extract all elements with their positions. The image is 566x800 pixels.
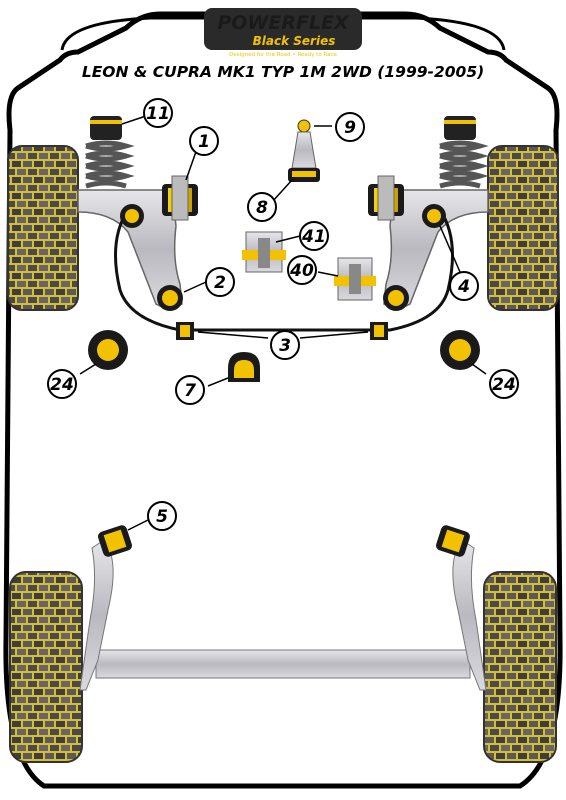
callout-circle [143, 98, 173, 128]
callout-circle [489, 369, 519, 399]
callout-40: 40 [287, 255, 317, 285]
front-left-wishbone-bush [162, 175, 198, 221]
callout-24: 24 [489, 369, 519, 399]
callout-circle [299, 221, 329, 251]
bracket-41 [242, 231, 286, 273]
rear-axle-beam [95, 649, 471, 679]
callout-label: 1 [198, 132, 210, 152]
callout-7: 7 [175, 375, 205, 405]
callout-circle [147, 501, 177, 531]
front-right-wishbone-bush [368, 175, 404, 221]
callout-8: 8 [247, 192, 277, 222]
callout-circle [247, 192, 277, 222]
gearbox-mount [228, 352, 260, 382]
page-title: LEON & CUPRA MK1 TYP 1M 2WD (1999-2005) [82, 63, 484, 81]
bracket-40 [334, 257, 376, 301]
callout-label: 11 [146, 104, 170, 124]
callout-4: 4 [449, 271, 479, 301]
callout-41: 41 [299, 221, 329, 251]
front-left-spring [85, 116, 135, 189]
callout-2: 2 [205, 267, 235, 297]
callout-label: 7 [184, 381, 196, 401]
callout-circle [335, 112, 365, 142]
callout-circle [449, 271, 479, 301]
brand-name: POWERFLEX [217, 12, 350, 34]
front-right-front-bush [422, 204, 446, 228]
callout-label: 4 [457, 277, 470, 297]
leader-lines [79, 115, 487, 531]
callout-circle [175, 375, 205, 405]
rear-right-tyre [483, 571, 557, 763]
engine-mount [288, 119, 320, 182]
callout-circle [287, 255, 317, 285]
front-right-rear-bush [383, 285, 409, 311]
callout-9: 9 [335, 112, 365, 142]
rear-left-trailing-arm [79, 539, 114, 691]
rear-beam-bush-right [436, 525, 470, 557]
callout-11: 11 [143, 98, 173, 128]
subframe-mount-right [440, 330, 480, 370]
rear-beam-bush-left [98, 525, 132, 557]
callout-label: 40 [289, 261, 314, 281]
callout-label: 8 [256, 198, 268, 218]
callout-label: 24 [50, 375, 74, 395]
rear-left-tyre [9, 571, 83, 763]
callout-1: 1 [189, 126, 219, 156]
callout-5: 5 [147, 501, 177, 531]
callout-label: 41 [301, 227, 326, 247]
callout-circle [47, 369, 77, 399]
powerflex-logo: POWERFLEX Black Series Designed for the … [204, 8, 362, 58]
front-right-spring [439, 116, 489, 189]
callout-label: 24 [492, 375, 516, 395]
front-right-tyre [487, 145, 559, 311]
callout-label: 2 [214, 273, 226, 293]
callout-label: 3 [279, 336, 291, 356]
anti-roll-bar-bush-left [176, 322, 194, 340]
callout-24: 24 [47, 369, 77, 399]
brand-series: Black Series [253, 34, 336, 48]
front-left-tyre [7, 145, 79, 311]
callout-label: 5 [156, 507, 168, 527]
brand-tagline: Designed for the Road • Ready to Race [229, 52, 337, 58]
callout-circle [205, 267, 235, 297]
callout-circle [189, 126, 219, 156]
front-left-front-bush [120, 204, 144, 228]
rear-right-trailing-arm [452, 539, 487, 691]
callout-label: 9 [344, 118, 356, 138]
callout-3: 3 [270, 330, 300, 360]
anti-roll-bar-bush-right [370, 322, 388, 340]
subframe-mount-left [88, 330, 128, 370]
front-left-rear-bush [157, 285, 183, 311]
callout-circle [270, 330, 300, 360]
